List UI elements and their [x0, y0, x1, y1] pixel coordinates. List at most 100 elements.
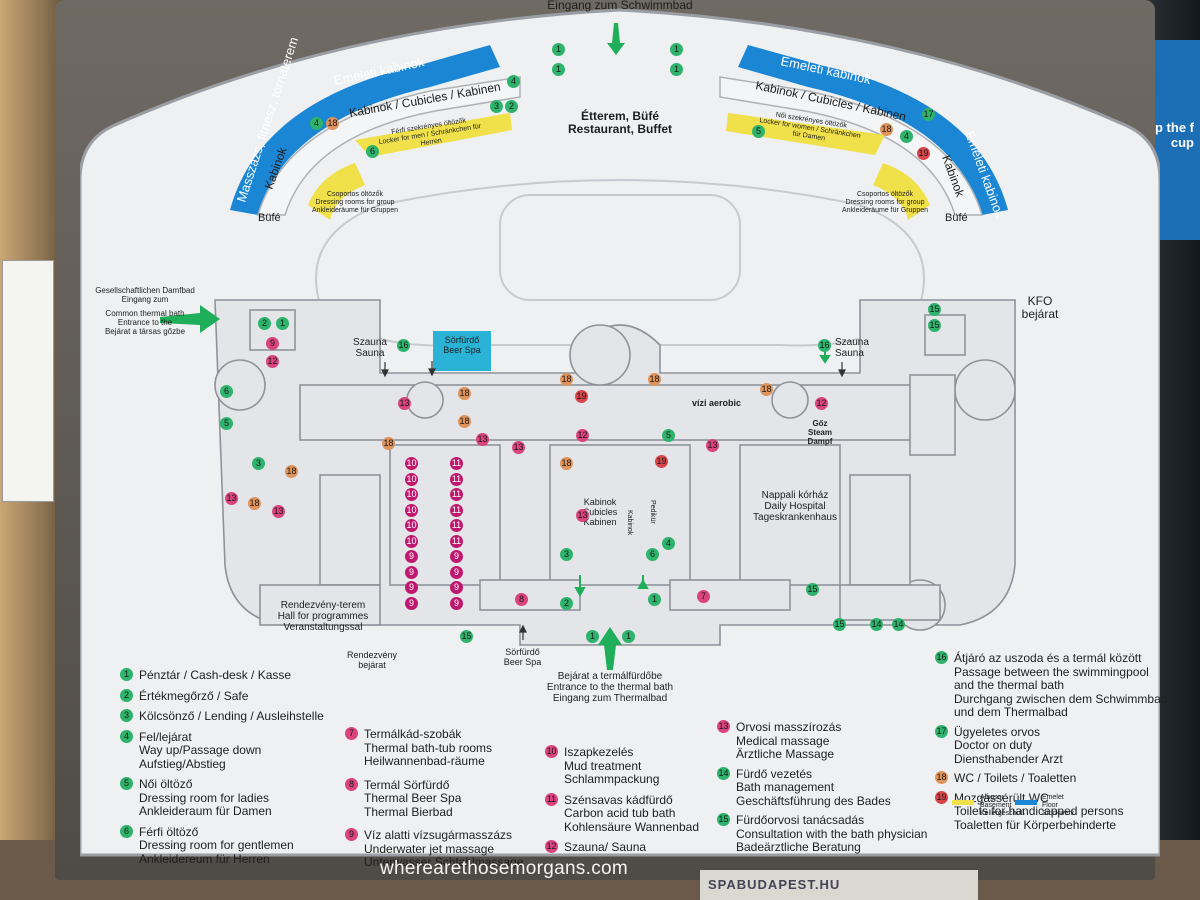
marker-2: 2	[560, 597, 573, 610]
marker-11: 11	[450, 534, 463, 548]
marker-1: 1	[586, 630, 599, 643]
legend-marker-16: 16	[935, 651, 948, 664]
bufe-right-label: Büfé	[945, 212, 968, 224]
legend-marker-5: 5	[120, 777, 133, 790]
marker-19: 19	[575, 390, 588, 403]
legend-marker-7: 7	[345, 727, 358, 740]
legend-marker-12: 12	[545, 840, 558, 853]
marker-18: 18	[382, 437, 395, 450]
legend-marker-9: 9	[345, 828, 358, 841]
legend-marker-4: 4	[120, 729, 133, 743]
background-left-sign	[2, 260, 54, 502]
small-green-arrows	[574, 345, 831, 598]
marker-18: 18	[880, 123, 893, 136]
marker-18: 18	[760, 383, 773, 396]
marker-4: 4	[310, 117, 323, 130]
marker-15: 15	[460, 630, 473, 643]
marker-5: 5	[752, 125, 765, 138]
marker-10: 10	[405, 472, 418, 486]
marker-13: 13	[512, 441, 525, 454]
marker-1: 1	[552, 43, 565, 56]
map-board: Emeleti kabinok Emeleti kabinok Kabinok …	[80, 0, 1167, 870]
marker-5: 5	[662, 429, 675, 442]
marker-9: 9	[405, 596, 418, 610]
marker-3: 3	[560, 548, 573, 561]
legend-marker-8: 8	[345, 777, 358, 791]
right-cabin-ring	[719, 76, 984, 216]
marker-10: 10	[405, 457, 418, 470]
marker-2: 2	[505, 100, 518, 113]
marker-15: 15	[928, 319, 941, 332]
vizi-aerobic-label: vízi aerobic	[692, 398, 742, 408]
marker-4: 4	[662, 537, 675, 550]
watermark: wherearethosemorgans.com	[380, 858, 628, 879]
group-dressing-right	[873, 163, 930, 220]
group-dressing-left	[308, 163, 365, 220]
marker-15: 15	[806, 583, 819, 596]
mens-locker-area	[355, 113, 512, 157]
marker-11: 11	[450, 488, 463, 501]
marker-13: 13	[576, 509, 589, 522]
marker-1: 1	[622, 630, 635, 643]
marker-3: 3	[252, 457, 265, 470]
marker-1: 1	[276, 317, 289, 330]
marker-15: 15	[833, 618, 846, 631]
marker-4: 4	[900, 130, 913, 143]
marker-14: 14	[870, 618, 883, 631]
legend-marker-18: 18	[935, 771, 948, 784]
marker-1: 1	[670, 43, 683, 56]
marker-10: 10	[405, 488, 418, 501]
marker-7: 7	[697, 590, 710, 603]
marker-3: 3	[490, 100, 503, 113]
marker-9: 9	[405, 550, 418, 563]
marker-13: 13	[398, 397, 411, 410]
marker-15: 15	[928, 303, 941, 316]
legend-marker-2: 2	[120, 688, 133, 702]
marker-11: 11	[450, 503, 463, 517]
right-upper-floor-arc	[738, 45, 1008, 215]
marker-18: 18	[326, 117, 339, 130]
legend-marker-13: 13	[717, 720, 730, 733]
marker-10: 10	[405, 519, 418, 532]
marker-17: 17	[922, 108, 935, 121]
marker-18: 18	[248, 497, 261, 510]
left-upper-floor-arc	[230, 45, 500, 215]
legend-marker-17: 17	[935, 724, 948, 738]
marker-12: 12	[815, 397, 828, 410]
building-walls	[214, 299, 1016, 646]
marker-10: 10	[405, 534, 418, 548]
marker-9: 9	[450, 565, 463, 579]
entrance-arrows	[160, 23, 625, 670]
left-cabin-ring	[256, 76, 521, 216]
marker-12: 12	[576, 429, 589, 442]
legend-marker-1: 1	[120, 668, 133, 681]
bufe-left-label: Büfé	[258, 212, 281, 224]
marker-6: 6	[366, 145, 379, 158]
marker-13: 13	[225, 492, 238, 505]
floor-swatch	[1015, 800, 1037, 805]
bottom-sign: SPABUDAPEST.HU	[700, 870, 978, 900]
marker-6: 6	[646, 548, 659, 561]
marker-1: 1	[552, 63, 565, 76]
marker-1: 1	[670, 63, 683, 76]
marker-9: 9	[450, 581, 463, 594]
marker-18: 18	[285, 465, 298, 478]
kabinok-vertical-label: Kabinok	[625, 510, 633, 536]
marker-10: 10	[405, 503, 418, 517]
legend-marker-3: 3	[120, 709, 133, 722]
